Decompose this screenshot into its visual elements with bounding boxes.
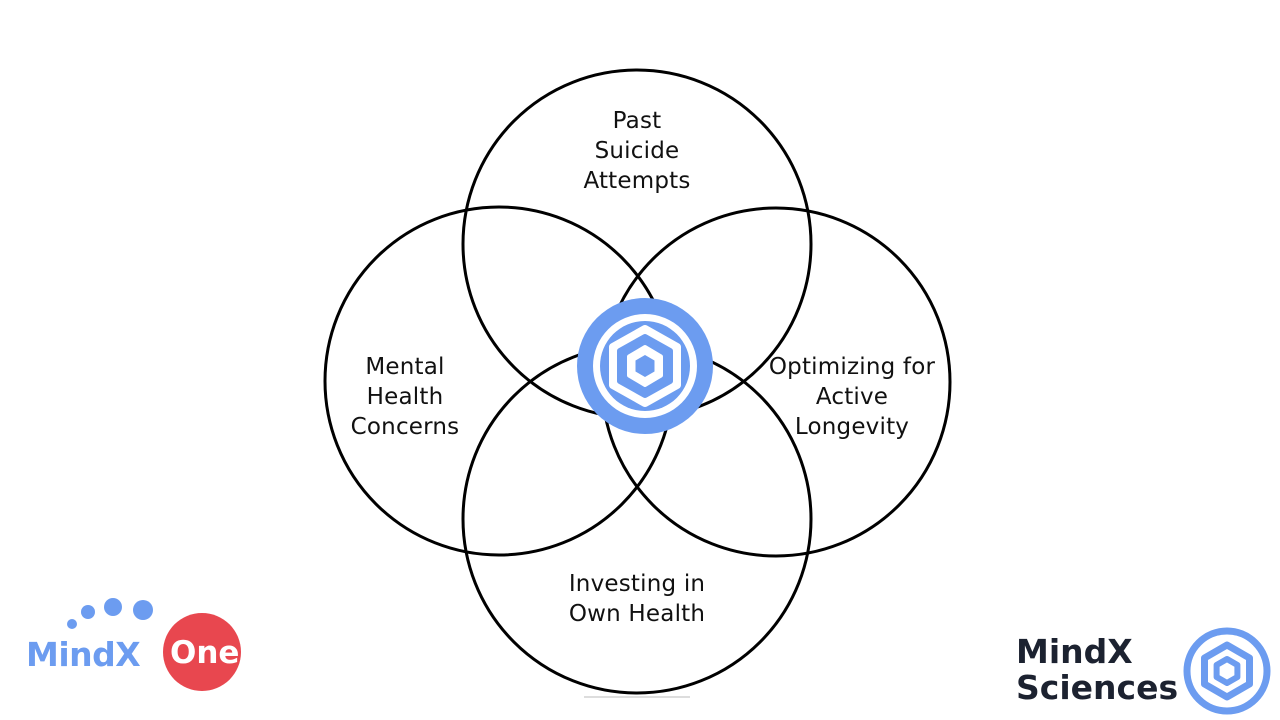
label-line: Health bbox=[366, 384, 444, 410]
label-line: Suicide bbox=[594, 138, 680, 164]
logo-dot-icon bbox=[104, 598, 122, 616]
logo-word-mindx: MindX bbox=[1016, 632, 1133, 671]
logo-red-circle bbox=[163, 613, 241, 691]
label-line: Concerns bbox=[350, 414, 460, 440]
mindx-sciences-logo: MindX Sciences bbox=[1016, 627, 1276, 715]
label-line: Mental bbox=[365, 354, 445, 380]
label-mental-health-concerns: Mental Health Concerns bbox=[305, 352, 505, 442]
label-line: Active bbox=[815, 384, 889, 410]
logo-dot-icon bbox=[133, 600, 153, 620]
logo-word-sciences: Sciences bbox=[1016, 668, 1179, 707]
label-investing-own-health: Investing in Own Health bbox=[537, 569, 737, 629]
label-line: Longevity bbox=[794, 414, 910, 440]
label-line: Own Health bbox=[568, 601, 706, 627]
label-line: Attempts bbox=[583, 168, 691, 194]
logo-dot-icon bbox=[67, 619, 77, 629]
logo-word-mindx: MindX bbox=[26, 635, 141, 674]
mindx-sciences-icon bbox=[1183, 627, 1271, 715]
label-line: Past bbox=[612, 108, 662, 134]
center-logo-icon bbox=[577, 298, 713, 434]
logo-dot-icon bbox=[81, 605, 95, 619]
label-line: Optimizing for bbox=[768, 354, 936, 380]
label-optimizing-active-longevity: Optimizing for Active Longevity bbox=[752, 352, 952, 442]
mindx-one-logo: MindX One bbox=[20, 598, 245, 691]
label-past-suicide-attempts: Past Suicide Attempts bbox=[537, 106, 737, 196]
logo-word-one: One bbox=[170, 635, 240, 671]
label-line: Investing in bbox=[568, 571, 706, 597]
